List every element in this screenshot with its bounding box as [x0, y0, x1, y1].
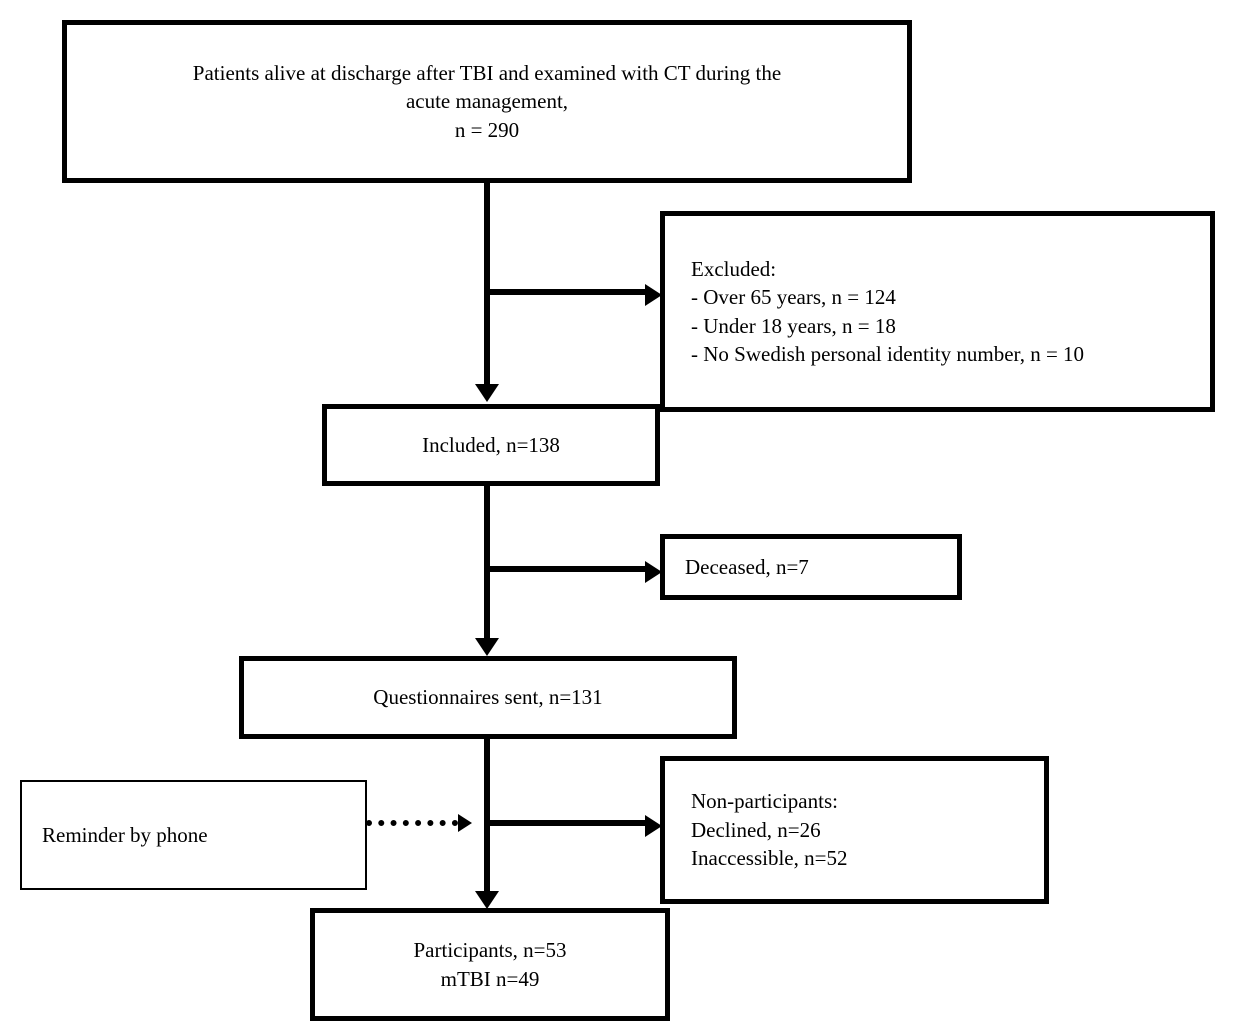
edge-questionnaires-to-nonparticipants-arrowhead	[645, 815, 662, 837]
node-reminder-by-phone[interactable]: Reminder by phone	[20, 780, 367, 890]
node-included-line-1: Included, n=138	[422, 432, 560, 457]
node-excluded[interactable]: Excluded: - Over 65 years, n = 124 - Und…	[660, 211, 1215, 412]
edge-questionnaires-to-participants-arrowhead	[475, 891, 499, 909]
edge-source-to-included-arrowhead	[475, 384, 499, 402]
node-deceased-line-1: Deceased, n=7	[685, 554, 809, 579]
node-excluded-line-3: - Under 18 years, n = 18	[691, 313, 896, 338]
node-nonparticipants-line-3: Inaccessible, n=52	[691, 846, 848, 871]
node-excluded-line-4: - No Swedish personal identity number, n…	[691, 341, 1085, 366]
node-questionnaires-line-1: Questionnaires sent, n=131	[373, 685, 603, 710]
edge-included-to-questionnaires-arrowhead	[475, 638, 499, 656]
node-participants-line-1: Participants, n=53	[413, 938, 567, 963]
node-participants[interactable]: Participants, n=53 mTBI n=49	[310, 908, 670, 1021]
node-nonparticipants-line-2: Declined, n=26	[691, 817, 821, 842]
node-deceased[interactable]: Deceased, n=7	[660, 534, 962, 600]
edge-included-to-questionnaires-stem	[484, 485, 490, 640]
node-source-population[interactable]: Patients alive at discharge after TBI an…	[62, 20, 912, 183]
node-excluded-line-1: Excluded:	[691, 256, 777, 281]
node-questionnaires-sent[interactable]: Questionnaires sent, n=131	[239, 656, 737, 739]
node-non-participants[interactable]: Non-participants: Declined, n=26 Inacces…	[660, 756, 1049, 904]
edge-source-to-excluded-arrowhead	[645, 284, 662, 306]
node-source-line-3: n = 290	[454, 117, 520, 142]
node-source-line-2: acute management,	[405, 89, 569, 114]
edge-questionnaires-to-nonparticipants-stem	[484, 820, 649, 826]
edge-questionnaires-to-participants-stem	[484, 738, 490, 893]
edge-included-to-deceased-arrowhead	[645, 561, 662, 583]
node-reminder-line-1: Reminder by phone	[42, 822, 208, 847]
node-excluded-line-2: - Over 65 years, n = 124	[691, 285, 896, 310]
edge-reminder-arrowhead	[458, 814, 472, 832]
node-included[interactable]: Included, n=138	[322, 404, 660, 486]
node-participants-line-2: mTBI n=49	[440, 966, 540, 991]
edge-source-to-excluded-stem	[484, 289, 649, 295]
node-nonparticipants-line-1: Non-participants:	[691, 789, 838, 814]
edge-source-to-included-stem	[484, 182, 490, 386]
edge-included-to-deceased-stem	[484, 566, 649, 572]
edge-reminder-dotted-stem	[366, 820, 458, 826]
node-source-line-1: Patients alive at discharge after TBI an…	[192, 60, 782, 85]
